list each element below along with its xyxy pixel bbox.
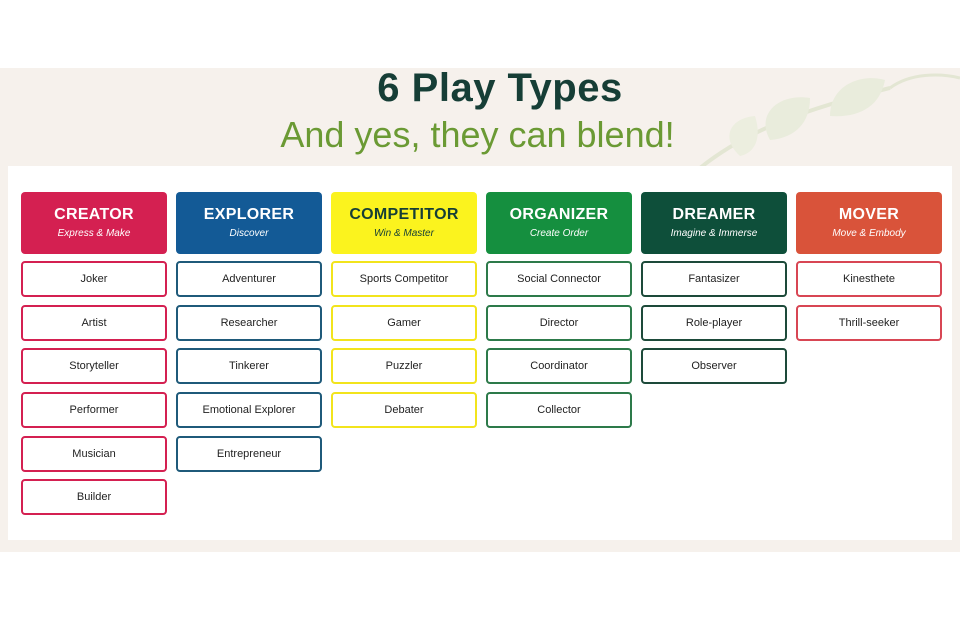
play-type-tagline: Imagine & Immerse <box>670 228 758 239</box>
play-type-header-dreamer: DREAMER Imagine & Immerse <box>641 192 787 254</box>
play-type-header-organizer: ORGANIZER Create Order <box>486 192 632 254</box>
play-subtype-box: Role-player <box>641 304 787 341</box>
play-subtype-box: Puzzler <box>331 348 477 385</box>
play-subtype-box: Emotional Explorer <box>176 392 322 429</box>
play-type-tagline: Discover <box>229 228 269 239</box>
play-type-tagline: Move & Embody <box>832 228 906 239</box>
play-type-header-explorer: EXPLORER Discover <box>176 192 322 254</box>
play-type-header-mover: MOVER Move & Embody <box>796 192 942 254</box>
play-type-header-creator: CREATOR Express & Make <box>21 192 167 254</box>
play-subtype-box: Joker <box>21 261 167 297</box>
play-subtype-box: Artist <box>21 304 167 341</box>
play-type-name: COMPETITOR <box>349 206 459 223</box>
play-subtype-box: Collector <box>486 392 632 429</box>
play-type-name: EXPLORER <box>203 206 295 223</box>
play-subtype-box: Researcher <box>176 304 322 341</box>
play-type-tagline: Win & Master <box>374 228 434 239</box>
play-type-name: MOVER <box>838 206 900 223</box>
play-subtype-box: Director <box>486 304 632 341</box>
play-subtype-box: Musician <box>21 435 167 472</box>
play-type-name: DREAMER <box>672 206 756 223</box>
play-subtype-box: Debater <box>331 392 477 429</box>
play-type-tagline: Express & Make <box>57 228 131 239</box>
play-subtype-box: Gamer <box>331 304 477 341</box>
play-subtype-box: Fantasizer <box>641 261 787 297</box>
play-subtype-box: Storyteller <box>21 348 167 385</box>
play-type-header-competitor: COMPETITOR Win & Master <box>331 192 477 254</box>
play-subtype-box: Coordinator <box>486 348 632 385</box>
play-type-name: ORGANIZER <box>509 206 609 223</box>
play-subtype-box: Thrill-seeker <box>796 304 942 341</box>
play-subtype-box: Sports Competitor <box>331 261 477 297</box>
play-subtype-box: Kinesthete <box>796 261 942 297</box>
play-subtype-box: Observer <box>641 348 787 385</box>
play-type-name: CREATOR <box>54 206 134 223</box>
page-title: 6 Play Types <box>377 66 623 110</box>
page-subtitle: And yes, they can blend! <box>280 114 675 155</box>
play-subtype-box: Social Connector <box>486 261 632 297</box>
play-type-tagline: Create Order <box>529 228 589 239</box>
play-subtype-box: Adventurer <box>176 261 322 297</box>
play-subtype-box: Tinkerer <box>176 348 322 385</box>
play-subtype-box: Performer <box>21 392 167 429</box>
play-subtype-box: Entrepreneur <box>176 435 322 472</box>
leaf-decoration-icon <box>698 73 960 170</box>
play-subtype-box: Builder <box>21 479 167 516</box>
